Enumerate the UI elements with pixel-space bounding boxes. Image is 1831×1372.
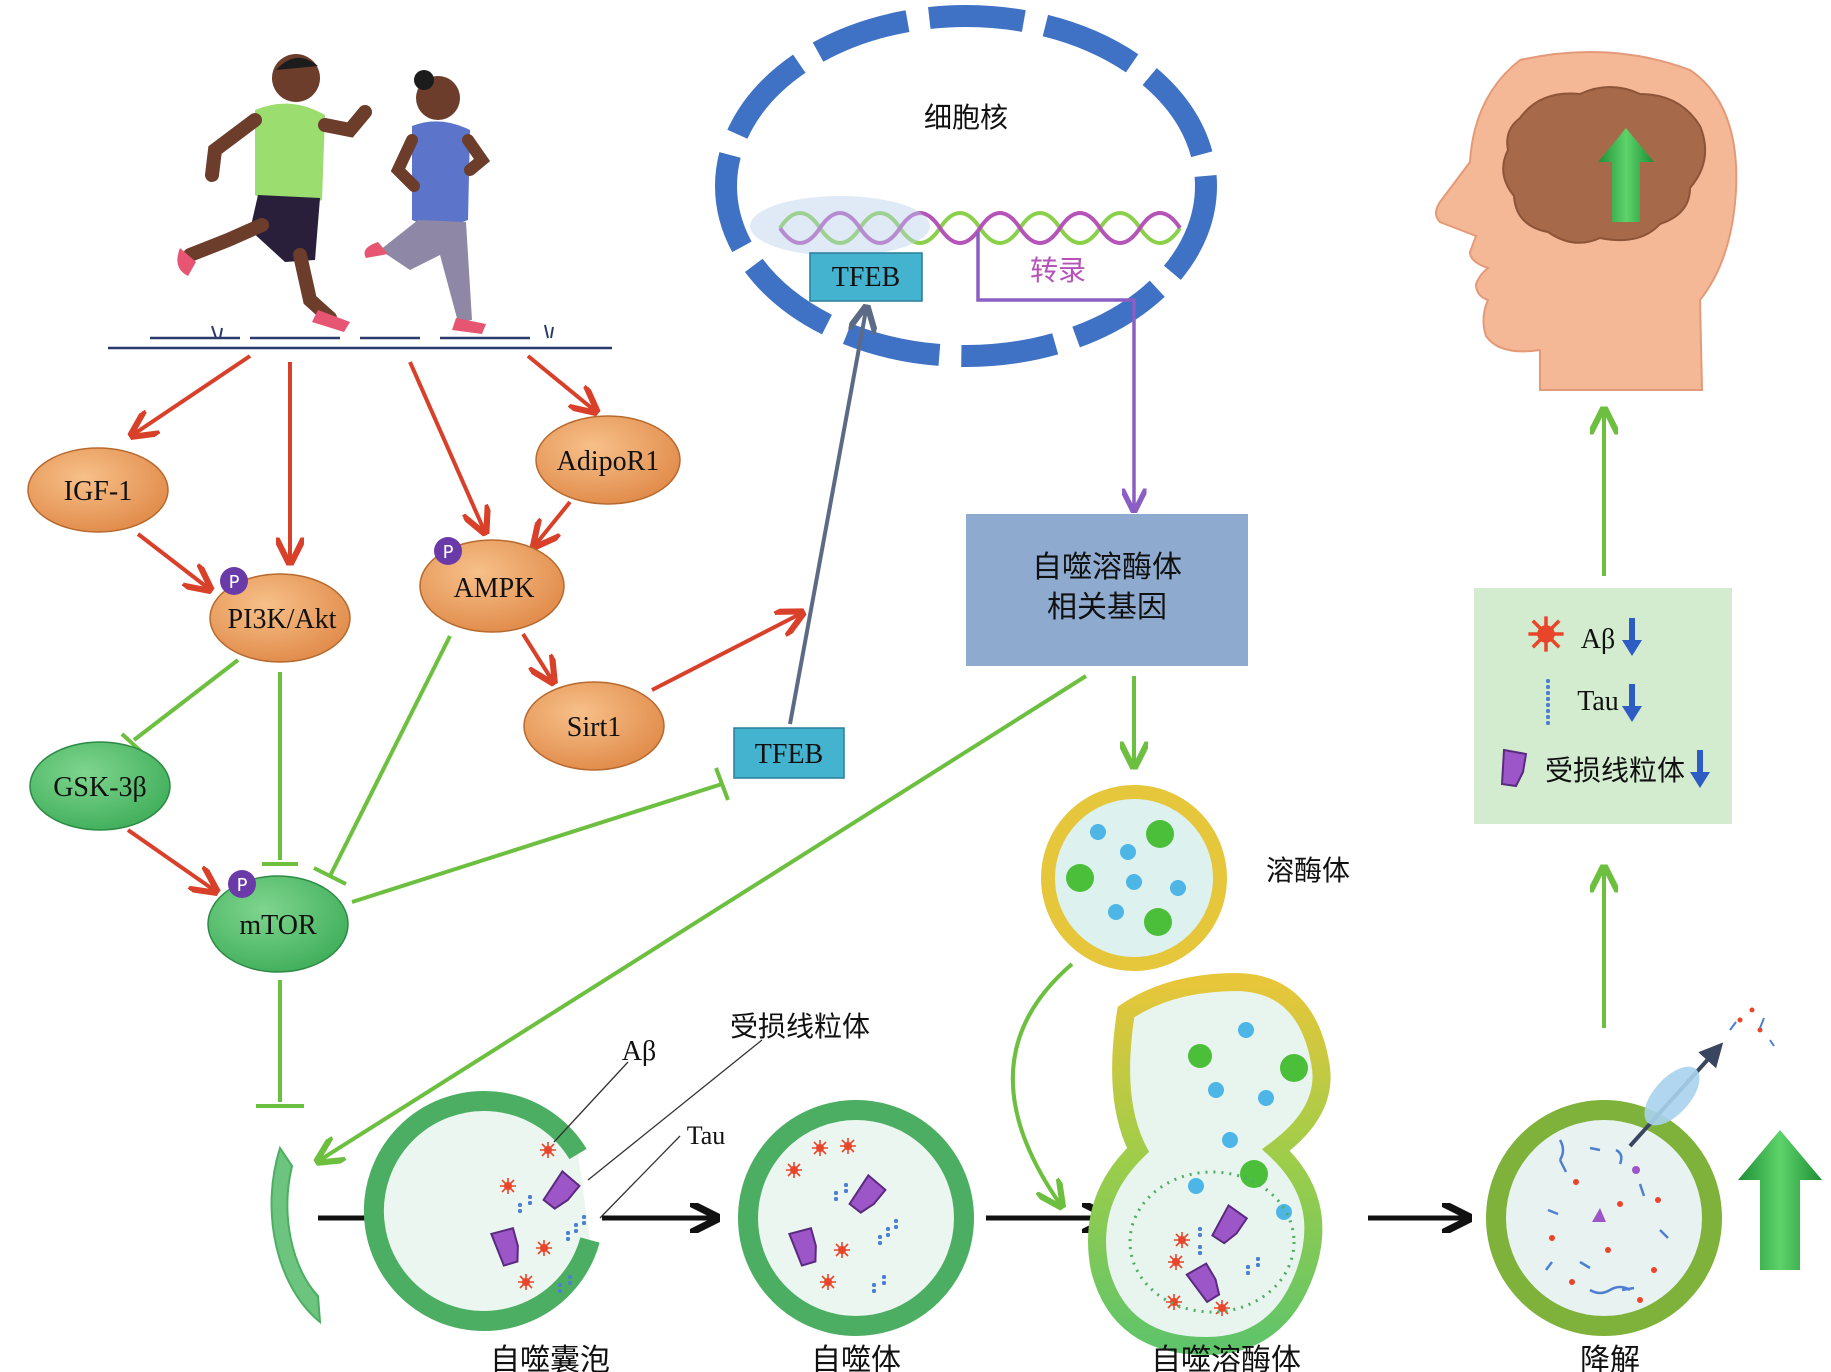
head-with-brain [1435, 51, 1738, 391]
cargo-label-tau: Tau [687, 1121, 726, 1150]
phagophore-membrane [270, 1145, 322, 1325]
phospho-badge-ampk: P [443, 542, 454, 563]
lysosome [1041, 785, 1227, 971]
result-mito-label: 受损线粒体 [1545, 754, 1685, 787]
stage-label-autolysosome: 自噬溶酶体 [1151, 1343, 1301, 1372]
autophagosome [738, 1100, 974, 1336]
brain-improvement-arrow [1598, 128, 1654, 222]
autophagic-vesicle [363, 1090, 600, 1331]
female-runner [364, 70, 491, 334]
tau-decrease-icon [1622, 684, 1642, 722]
node-pi3k-akt: PI3K/Akt P [209, 567, 351, 663]
stage-label-phagophore: 自噬囊泡 [490, 1343, 610, 1372]
nucleus-title: 细胞核 [924, 101, 1008, 134]
result-abeta-label: Aβ [1581, 624, 1615, 655]
degradation-increase-arrow [1738, 1130, 1822, 1270]
transcription-label: 转录 [1030, 254, 1086, 287]
gene-activation-arrows [320, 412, 1604, 1204]
node-igf1: IGF-1 [27, 447, 169, 533]
cargo-leader-lines [553, 1039, 763, 1219]
tfeb-nuclear-label: TFEB [832, 262, 900, 293]
tfeb-cytoplasmic-box: TFEB [733, 727, 845, 779]
node-gsk3b: GSK-3β [29, 741, 171, 831]
adipor1-label: AdipoR1 [557, 446, 660, 477]
node-mtor: mTOR P [207, 870, 349, 973]
node-adipor1: AdipoR1 [535, 415, 681, 505]
transcription-arrow [976, 232, 1134, 508]
cargo-label-mito: 受损线粒体 [730, 1010, 870, 1043]
male-runner [177, 54, 372, 332]
gsk3b-label: GSK-3β [53, 772, 147, 803]
result-tau-label: Tau [1577, 686, 1619, 717]
nucleus: 细胞核 TFEB 转录 [715, 5, 1217, 508]
tfeb-nuclear-box [809, 252, 923, 302]
sirt1-label: Sirt1 [567, 712, 621, 743]
tfeb-cytoplasmic-label: TFEB [755, 739, 823, 770]
mito-decrease-icon [1690, 750, 1710, 788]
ampk-label: AMPK [454, 573, 535, 604]
pi3k-akt-label: PI3K/Akt [228, 604, 337, 635]
abeta-decrease-icon [1622, 618, 1642, 656]
igf1-label: IGF-1 [64, 476, 132, 507]
degradation-vesicle [1486, 1007, 1775, 1336]
inhibition-lines [120, 635, 730, 1108]
mtor-label: mTOR [239, 910, 317, 941]
dna-helix [750, 196, 1182, 256]
activation-arrows [128, 354, 800, 890]
genes-box-line2: 相关基因 [1047, 590, 1167, 625]
node-ampk: AMPK P [419, 537, 565, 633]
node-sirt1: Sirt1 [523, 681, 665, 771]
runners-illustration [108, 54, 612, 350]
cargo-label-abeta: Aβ [622, 1036, 656, 1067]
autolysosome [1088, 972, 1331, 1356]
result-box: Aβ Tau 受损线粒体 [1474, 588, 1732, 824]
phospho-badge-pi3k: P [229, 572, 240, 593]
genes-box-line1: 自噬溶酶体 [1032, 550, 1182, 585]
phospho-badge-mtor: P [237, 875, 248, 896]
tfeb-translocation-arrow [788, 310, 866, 725]
lysosome-label: 溶酶体 [1266, 854, 1350, 887]
stage-label-autophagosome: 自噬体 [811, 1343, 901, 1372]
stage-label-degradation: 降解 [1580, 1343, 1640, 1372]
autophagy-lysosome-genes-box: 自噬溶酶体 相关基因 [966, 514, 1248, 666]
